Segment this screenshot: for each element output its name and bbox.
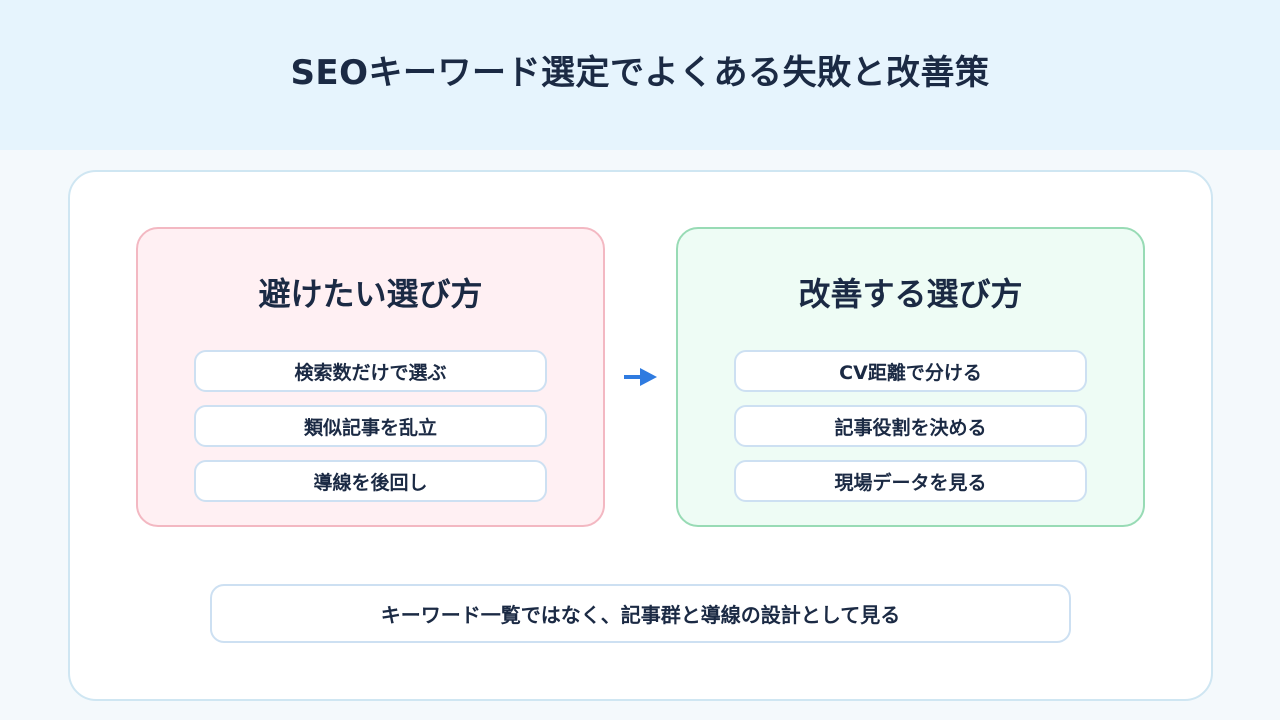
avoid-list: 検索数だけで選ぶ 類似記事を乱立 導線を後回し: [194, 350, 547, 502]
avoid-item: 導線を後回し: [194, 460, 547, 502]
improve-panel: 改善する選び方 CV距離で分ける 記事役割を決める 現場データを見る: [676, 227, 1145, 527]
avoid-panel-title: 避けたい選び方: [258, 275, 483, 313]
improve-list: CV距離で分ける 記事役割を決める 現場データを見る: [734, 350, 1087, 502]
avoid-item: 類似記事を乱立: [194, 405, 547, 447]
avoid-panel: 避けたい選び方 検索数だけで選ぶ 類似記事を乱立 導線を後回し: [136, 227, 605, 527]
avoid-item: 検索数だけで選ぶ: [194, 350, 547, 392]
summary-box: キーワード一覧ではなく、記事群と導線の設計として見る: [210, 584, 1071, 643]
arrow-right-icon: [624, 368, 657, 386]
header-banner: SEOキーワード選定でよくある失敗と改善策: [0, 0, 1280, 150]
improve-item: CV距離で分ける: [734, 350, 1087, 392]
improve-item: 記事役割を決める: [734, 405, 1087, 447]
improve-panel-title: 改善する選び方: [798, 275, 1023, 313]
page-title: SEOキーワード選定でよくある失敗と改善策: [290, 52, 990, 93]
improve-item: 現場データを見る: [734, 460, 1087, 502]
